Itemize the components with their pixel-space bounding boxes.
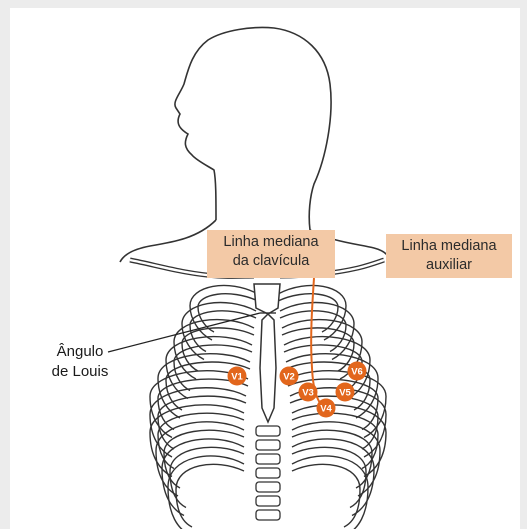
lead-marker-label: V2 xyxy=(283,372,295,383)
right-rib-lower-edge xyxy=(292,464,360,527)
axillary-line-label-line2: auxiliar xyxy=(392,256,506,275)
clavicle-line-label: Linha mediana da clavícula xyxy=(207,230,335,278)
clavicle-line-label-line1: Linha mediana xyxy=(213,233,329,252)
lead-marker-v1: V1 xyxy=(228,367,247,386)
axillary-line-label-line1: Linha mediana xyxy=(392,237,506,256)
vertebra xyxy=(256,510,280,520)
vertebra xyxy=(256,440,280,450)
lead-marker-label: V1 xyxy=(231,372,243,383)
lead-marker-label: V3 xyxy=(302,388,314,399)
louis-angle-label-line1: Ângulo xyxy=(40,342,120,362)
clavicle-line-label-line2: da clavícula xyxy=(213,252,329,271)
vertebra xyxy=(256,454,280,464)
vertebra xyxy=(256,482,280,492)
lead-markers: V1 V2V3V4 V5V6 xyxy=(228,362,367,418)
lead-marker-v2: V2 xyxy=(280,367,299,386)
left-rib-lower-edge xyxy=(182,328,254,371)
lead-marker-v3: V3 xyxy=(299,383,318,402)
axillary-line-label: Linha mediana auxiliar xyxy=(386,234,512,278)
head-outline xyxy=(175,28,331,231)
lead-marker-v4: V4 xyxy=(317,399,336,418)
vertebra xyxy=(256,496,280,506)
left-rib-lower-edge xyxy=(176,464,244,527)
vertebra xyxy=(256,426,280,436)
lead-marker-v5: V5 xyxy=(336,383,355,402)
louis-angle-pointer xyxy=(108,313,260,352)
sternum xyxy=(254,284,280,422)
louis-angle-label: Ângulo de Louis xyxy=(40,342,120,382)
left-rib-upper-edge xyxy=(158,354,250,418)
louis-angle-label-line2: de Louis xyxy=(40,362,120,382)
lead-marker-label: V5 xyxy=(339,388,351,399)
right-rib-lower-edge xyxy=(282,328,354,371)
lead-marker-label: V6 xyxy=(351,367,363,378)
spine xyxy=(256,426,280,520)
vertebra xyxy=(256,468,280,478)
lead-marker-label: V4 xyxy=(320,404,332,415)
ecg-lead-placement-figure: V1V2V3V4V5V6 Linha mediana da clavícula … xyxy=(10,8,520,529)
lead-marker-v6: V6 xyxy=(348,362,367,381)
left-shoulder-outline xyxy=(120,220,216,262)
